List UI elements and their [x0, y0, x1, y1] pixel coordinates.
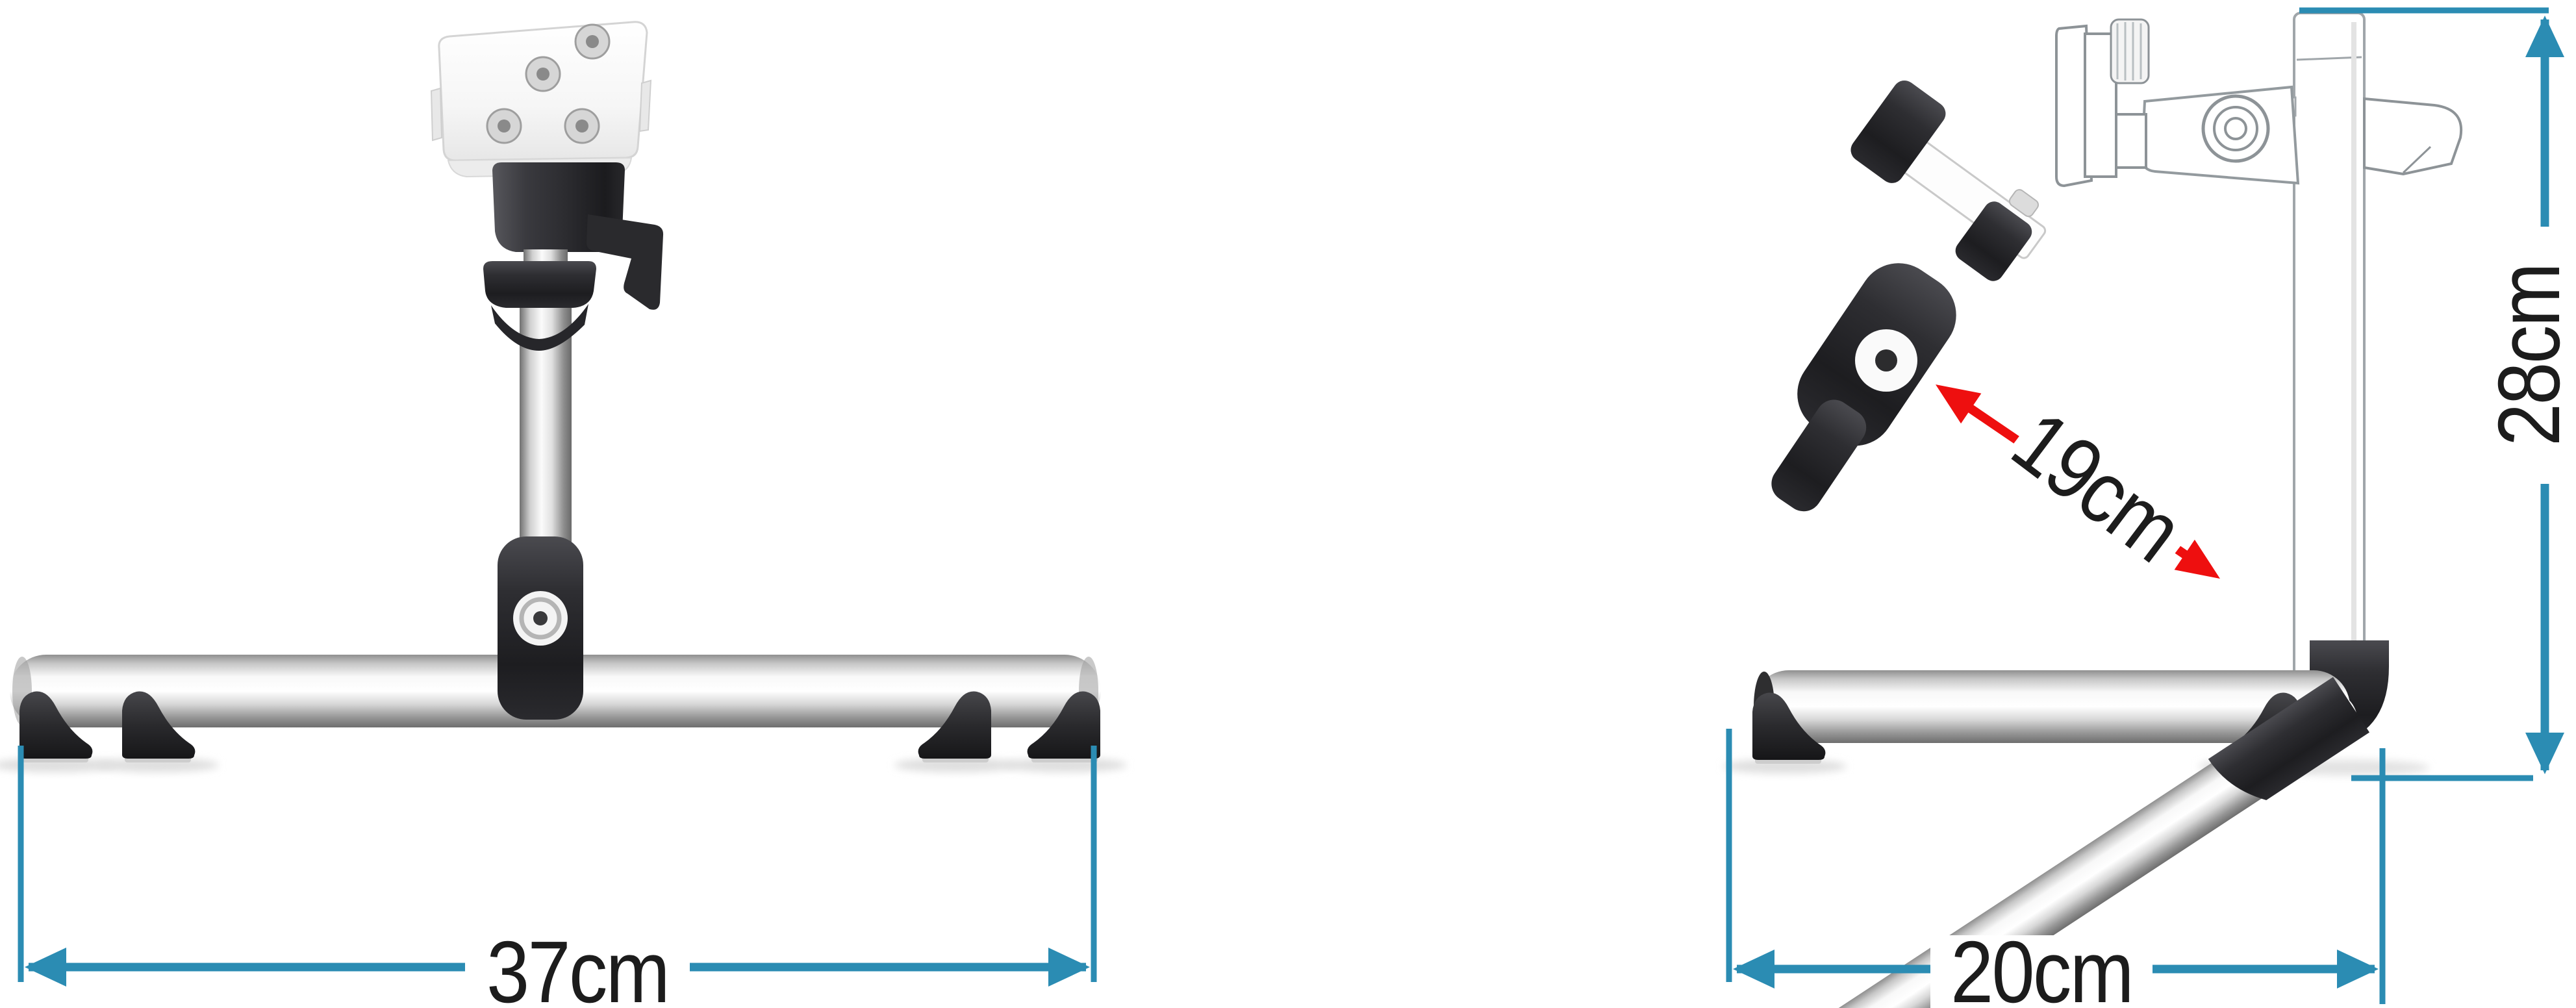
side-view-illustration [1723, 12, 2463, 1008]
front-head-clamp [483, 162, 664, 351]
front-view-illustration [0, 21, 1127, 772]
base-width-value: 37cm [486, 922, 670, 1008]
pivot-knob [2201, 94, 2270, 163]
bracket-neck [2115, 113, 2147, 169]
front-mount-plate [430, 21, 652, 178]
arrowhead-left-icon [25, 948, 66, 987]
side-diagonal-arm [1750, 677, 2370, 1008]
dimension-label-height: 28cm [2479, 227, 2576, 484]
front-lock-lever [586, 214, 664, 310]
side-plate-slab [2055, 24, 2093, 188]
plate-right-tab [638, 79, 652, 132]
arrowhead-down-icon [2525, 733, 2564, 774]
side-vertical-post [2284, 12, 2366, 683]
arrowhead-right-icon [2337, 950, 2379, 989]
side-ball-plate [1850, 80, 2047, 281]
side-base-tube [1752, 670, 2350, 743]
plate-left-tab [430, 87, 443, 142]
clamp-strap [491, 304, 588, 351]
front-center-collar [498, 536, 583, 720]
side-top-bracket [2055, 18, 2463, 188]
arrowhead-up-icon [2525, 16, 2564, 57]
dimension-label-base-depth: 20cm [1930, 928, 2153, 1008]
housing-lever [1771, 399, 1867, 512]
thumbscrew [2110, 18, 2150, 84]
arrowhead-left-icon [1733, 950, 1774, 989]
plate-screws [486, 23, 611, 144]
arrowhead-upleft-icon [1936, 384, 1982, 424]
height-value: 28cm [2479, 264, 2576, 446]
side-ball-housing [1771, 263, 1956, 512]
dimension-label-base-width: 37cm [465, 928, 690, 1008]
post-right-bracket [2363, 97, 2463, 176]
arrowhead-downright-icon [2174, 539, 2220, 579]
base-depth-value: 20cm [1951, 922, 2134, 1008]
arrowhead-right-icon [1048, 948, 1090, 987]
arm-clamp-wedge [2208, 677, 2370, 800]
